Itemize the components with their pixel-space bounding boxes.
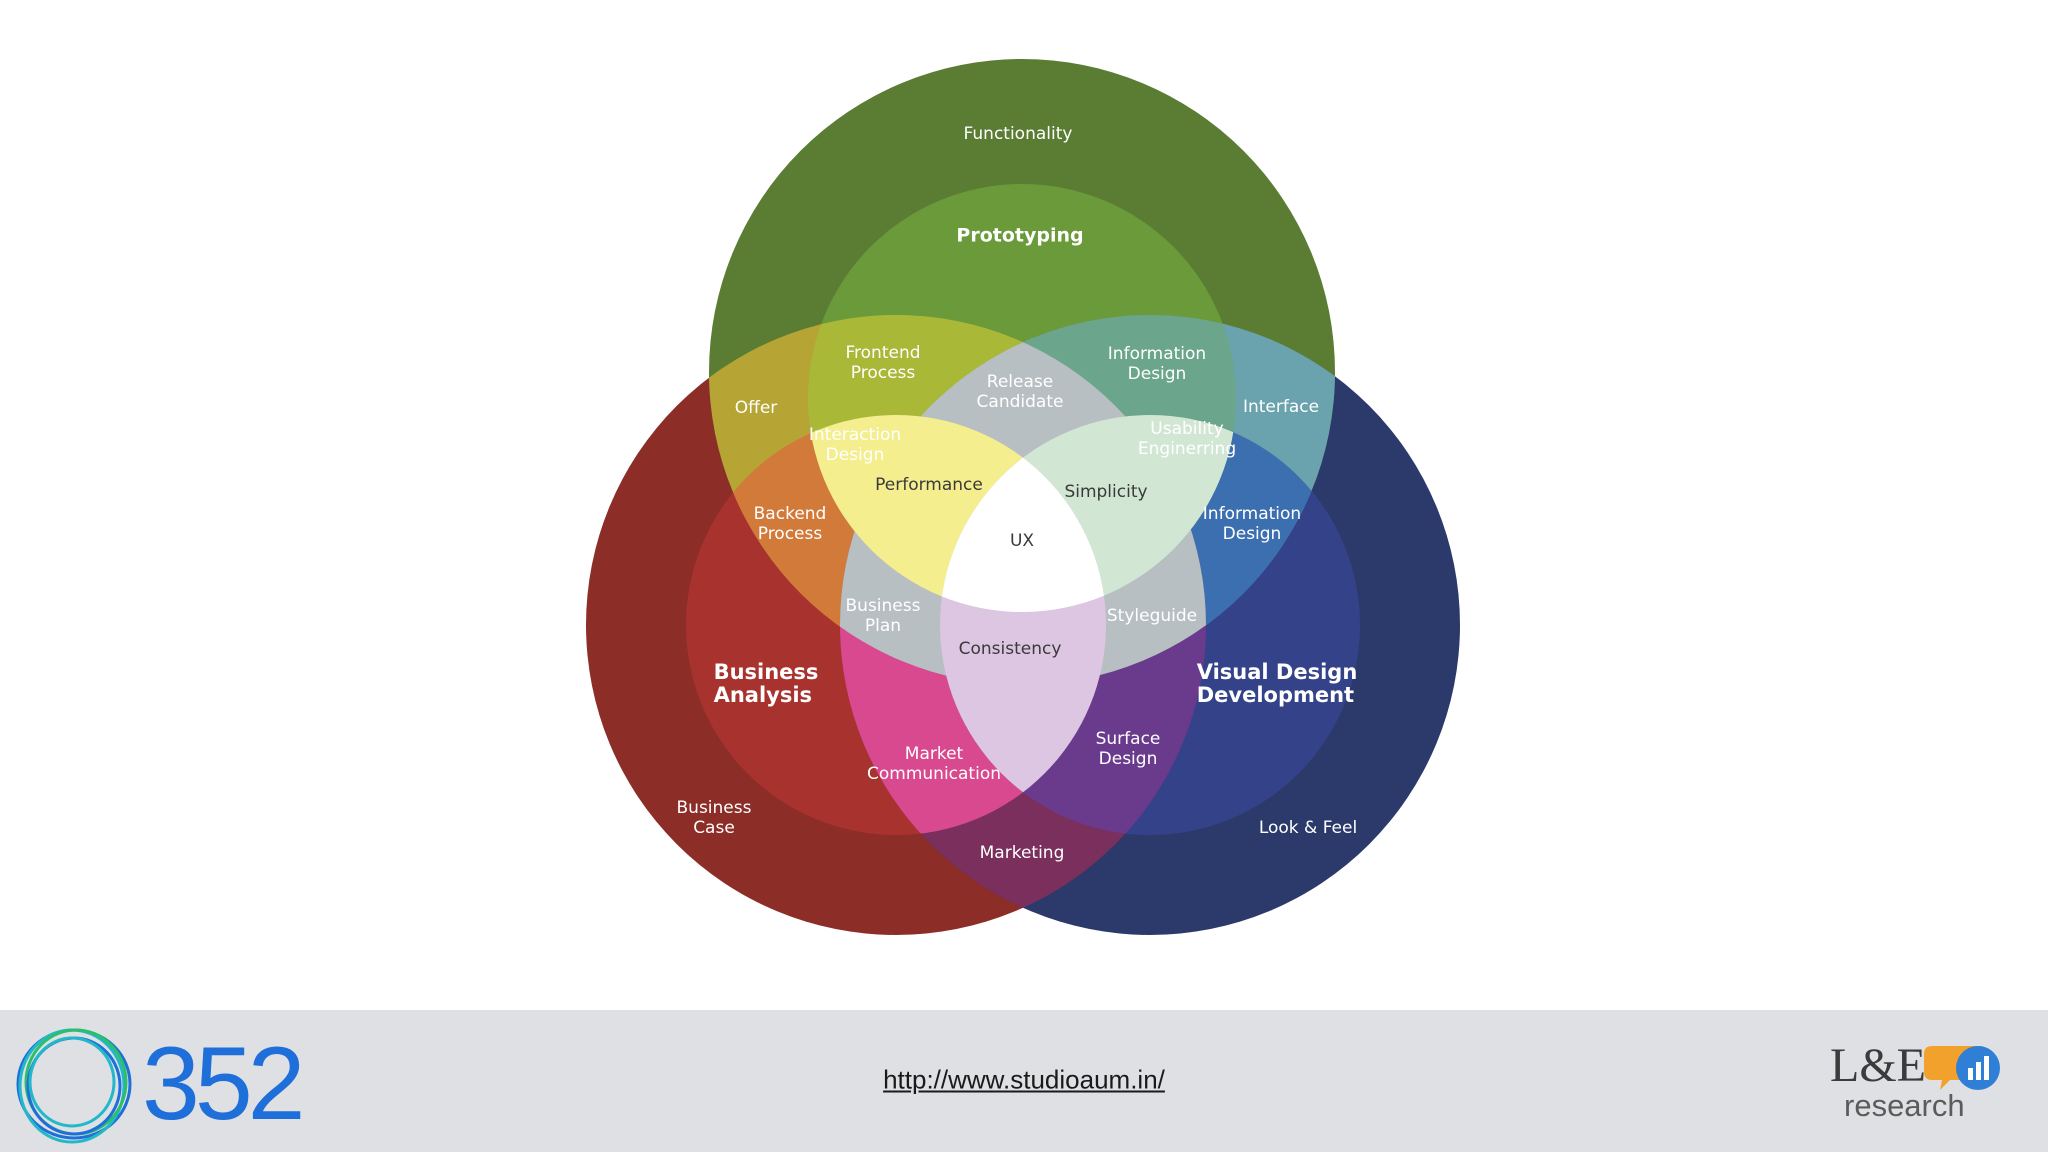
offer-label: Offer <box>734 398 778 418</box>
speech-bubble-chart-icon <box>1924 1046 2000 1090</box>
logo-352: 352 <box>12 1024 312 1144</box>
interface-label: Interface <box>1242 397 1320 417</box>
look-and-feel-label: Look & Feel <box>1258 818 1358 838</box>
marketing-label: Marketing <box>979 843 1065 863</box>
market-communication-label: Market Communication <box>867 744 1001 784</box>
simplicity-label: Simplicity <box>1064 482 1148 502</box>
surface-design-label: Surface Design <box>1095 729 1161 769</box>
information-design-top-label: Information Design <box>1107 344 1207 384</box>
business-analysis-label: Business Analysis <box>713 660 819 707</box>
performance-label: Performance <box>875 475 983 495</box>
consistency-label: Consistency <box>958 639 1062 659</box>
le-logo-top-text: L&E <box>1830 1039 1926 1092</box>
ux-label: UX <box>1009 531 1035 551</box>
le-logo-bottom-text: research <box>1844 1088 1965 1123</box>
ux-venn-diagram <box>586 59 1460 935</box>
usability-engineering-label: Usability Enginerring <box>1137 419 1237 459</box>
styleguide-label: Styleguide <box>1106 606 1198 626</box>
release-candidate-label: Release Candidate <box>976 372 1064 412</box>
business-plan-label: Business Plan <box>845 596 921 636</box>
footer-bar: 352 http://www.studioaum.in/ L&E researc… <box>0 1010 2048 1152</box>
prototyping-label: Prototyping <box>956 224 1084 247</box>
functionality-label: Functionality <box>963 124 1073 144</box>
business-case-label: Business Case <box>676 798 752 838</box>
frontend-process-label: Frontend Process <box>845 343 921 383</box>
logo-352-text: 352 <box>142 1026 306 1142</box>
information-design-right-label: Information Design <box>1202 504 1302 544</box>
venn-diagram-area: Functionality Prototyping Frontend Proce… <box>586 59 1460 935</box>
visual-design-development-label: Visual Design Development <box>1196 660 1358 707</box>
circles-logo-icon <box>16 1028 132 1144</box>
backend-process-label: Backend Process <box>753 504 827 544</box>
studioaum-link[interactable]: http://www.studioaum.in/ <box>883 1064 1165 1095</box>
le-research-logo: L&E research <box>1820 1038 2030 1138</box>
interaction-design-label: Interaction Design <box>808 425 902 465</box>
